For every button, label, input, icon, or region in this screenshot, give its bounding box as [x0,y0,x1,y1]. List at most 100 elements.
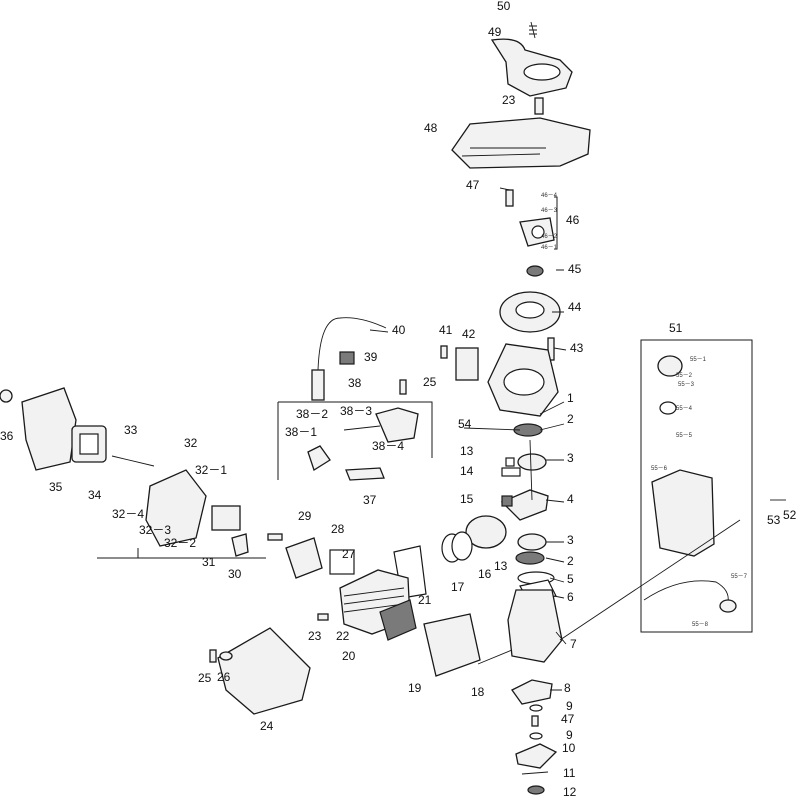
part-35-filter-cover [21,387,77,471]
callout-c-35: 35 [49,480,63,494]
callout-c-16: 16 [478,567,492,581]
sublabel-s-55-6: 55－6 [651,466,668,472]
part-33-bolt [111,455,155,467]
callout-c-27: 27 [342,547,356,561]
part-20-heatshield [379,599,417,641]
callout-c-47b: 47 [561,712,575,726]
part-30-gasket [231,533,249,557]
sublabel-s-55-4: 55－4 [676,406,693,412]
part-2-bearing-lower [515,551,545,565]
part-47-screw [505,189,514,207]
callout-c-43: 43 [570,341,584,355]
callout-c-51: 51 [669,321,683,335]
part-4-crankshaft [500,439,549,521]
callout-c-45: 45 [568,262,582,276]
part-13-circlip [505,457,515,467]
part-41-screw [440,345,448,359]
part-55-4-filter [659,401,677,415]
callout-c-49: 49 [488,25,502,39]
part-19-muffler [423,613,481,677]
part-29-screw [267,533,283,541]
callout-c-32-1: 32－1 [195,463,227,477]
sublabel-s-46-3: 46－3 [541,208,558,214]
callout-c-38-2: 38－2 [296,407,328,421]
part-38-throttle [343,407,419,443]
part-36-knob [0,389,13,403]
part-47-screw-lower [531,715,539,727]
part-49-starter [490,38,573,97]
part-32-filter-base [145,469,207,547]
callout-c-1: 1 [567,391,574,405]
callout-c-13a: 13 [460,444,474,458]
sublabel-s-55-1: 55－1 [690,357,707,363]
frame-38 [277,401,433,480]
part-16-piston [465,515,507,549]
callout-c-23b: 23 [308,629,322,643]
part-25-screw-lower [209,649,217,663]
sublabel-s-55-8: 55－8 [692,622,709,628]
callout-c-18: 18 [471,685,485,699]
bracket-46 [554,196,558,250]
callout-c-21: 21 [418,593,432,607]
part-12-nut [527,785,545,795]
callout-c-8: 8 [564,681,571,695]
sublabel-s-46-2: 46－2 [541,234,558,240]
part-9-washer-lower [529,732,543,740]
part-7-crankcase [507,589,563,663]
callout-c-50: 50 [497,0,511,13]
sub-labels: 55－155－255－355－455－555－655－755－846－446－3… [541,193,748,628]
callout-c-40: 40 [392,323,406,337]
part-55-7-fuel-line [643,580,729,603]
callout-c-47a: 47 [466,178,480,192]
part-31-carburetor [211,505,241,531]
sublabel-s-46-4: 46－4 [541,193,558,199]
callout-c-53: 53 [767,513,781,527]
part-38-1-cover [307,445,331,471]
callout-c-26: 26 [217,670,231,684]
callout-c-17: 17 [451,580,465,594]
callout-c-6: 6 [567,590,574,604]
frame-32 [97,548,266,559]
callout-c-46: 46 [566,213,580,227]
part-17-rings [441,531,473,563]
part-27-gasket [329,549,355,575]
part-37-switch [345,467,385,481]
sublabel-s-46-1: 46－1 [541,245,558,251]
part-9-washer-upper [529,704,543,712]
part-15-bearing [501,495,513,507]
part-34-filter-element [71,425,107,463]
callout-c-2a: 2 [567,412,574,426]
callout-c-12: 12 [563,785,577,796]
callout-c-19: 19 [408,681,422,695]
callout-c-31: 31 [202,555,216,569]
callout-c-30: 30 [228,567,242,581]
callout-c-37: 37 [363,493,377,507]
part-39-clip [339,351,355,365]
callout-c-48: 48 [424,121,438,135]
part-23-screw-lower [317,613,329,621]
callout-c-29: 29 [298,509,312,523]
part-24-cover [217,627,311,715]
callout-c-32: 32 [184,436,198,450]
part-25-screw-upper [399,379,407,395]
callout-c-39: 39 [364,350,378,364]
callout-c-44: 44 [568,300,582,314]
callout-c-3b: 3 [567,533,574,547]
callout-c-15: 15 [460,492,474,506]
callout-c-33: 33 [124,423,138,437]
callout-c-2b: 2 [567,554,574,568]
callout-c-4: 4 [567,492,574,506]
sublabel-s-55-5: 55－5 [676,433,693,439]
callout-c-25a: 25 [423,375,437,389]
part-55-8-primer [719,599,737,613]
part-44-flywheel [499,291,561,333]
part-11-spring [521,771,549,775]
part-45-nut [526,265,544,277]
part-14-pin [501,467,521,477]
sublabel-s-55-7: 55－7 [731,574,748,580]
callout-c-7: 7 [570,637,577,651]
part-50-spring [529,21,537,39]
part-42-module [455,347,479,381]
